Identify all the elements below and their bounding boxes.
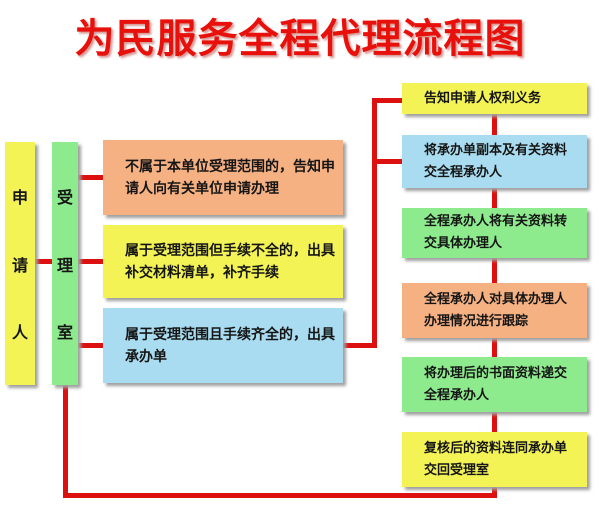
node-text-line: 将承办单副本及有关资料 bbox=[424, 142, 568, 158]
connector-applicant-room bbox=[35, 259, 52, 264]
node-applicant: 申 请 人 bbox=[5, 142, 35, 385]
connector-mid3-right bbox=[343, 343, 377, 348]
node-acceptance-room-char: 理 bbox=[56, 255, 73, 275]
node-text-line: 不属于本单位受理范围的，告知申 bbox=[125, 158, 335, 175]
connector-vertical-mid bbox=[372, 98, 377, 348]
node-text-line: 属于受理范围但手续不全的，出具 bbox=[125, 242, 335, 259]
node-inform-rights: 告知申请人权利义务 bbox=[402, 83, 587, 114]
node-return-to-room: 复核后的资料连同承办单 交回受理室 bbox=[402, 432, 587, 487]
node-text-line: 交具体办理人 bbox=[424, 236, 503, 251]
node-text-line: 补交材料清单，补齐手续 bbox=[125, 264, 279, 281]
node-transfer-materials: 全程承办人将有关资料转 交具体办理人 bbox=[402, 208, 587, 258]
node-text-line: 复核后的资料连同承办单 bbox=[424, 440, 568, 456]
node-complete-procedures: 属于受理范围且手续齐全的，出具 承办单 bbox=[103, 308, 343, 383]
node-text-line: 全程承办人对具体办理人 bbox=[424, 291, 568, 307]
node-not-in-scope: 不属于本单位受理范围的，告知申 请人向有关单位申请办理 bbox=[103, 140, 343, 215]
node-deliver-copy: 将承办单副本及有关资料 交全程承办人 bbox=[402, 135, 587, 188]
node-acceptance-room-char: 室 bbox=[56, 323, 73, 342]
node-text-line: 办理情况进行跟踪 bbox=[424, 313, 529, 329]
node-text-line: 请人向有关单位申请办理 bbox=[125, 180, 279, 197]
node-text-line: 承办单 bbox=[125, 348, 167, 365]
connector-room-mid2 bbox=[78, 259, 103, 264]
node-acceptance-room-char: 受 bbox=[56, 188, 73, 207]
connector-room-mid1 bbox=[78, 175, 103, 180]
connector-stub-right2 bbox=[377, 159, 402, 164]
node-text-line: 将办理后的书面资料递交 bbox=[424, 365, 568, 381]
node-text-line: 告知申请人权利义务 bbox=[424, 90, 542, 106]
node-applicant-char: 人 bbox=[11, 323, 28, 342]
node-submit-written-materials: 将办理后的书面资料递交 全程承办人 bbox=[402, 357, 587, 412]
node-applicant-char: 请 bbox=[11, 255, 28, 275]
node-text-line: 全程承办人 bbox=[424, 387, 490, 403]
connector-room-mid3 bbox=[78, 343, 103, 348]
node-track-progress: 全程承办人对具体办理人 办理情况进行跟踪 bbox=[402, 283, 587, 338]
node-text-line: 交回受理室 bbox=[424, 462, 490, 478]
page-title: 为民服务全程代理流程图 bbox=[74, 16, 526, 62]
node-text-line: 属于受理范围且手续齐全的，出具 bbox=[125, 326, 335, 343]
connector-bottom-left bbox=[63, 385, 68, 498]
connector-bottom bbox=[63, 493, 497, 498]
node-acceptance-room: 受 理 室 bbox=[52, 142, 78, 385]
node-incomplete-procedures: 属于受理范围但手续不全的，出具 补交材料清单，补齐手续 bbox=[103, 225, 343, 298]
node-text-line: 交全程承办人 bbox=[424, 164, 503, 180]
node-text-line: 全程承办人将有关资料转 bbox=[424, 214, 568, 229]
connector-stub-right1 bbox=[377, 98, 402, 103]
node-applicant-char: 申 bbox=[11, 188, 28, 207]
